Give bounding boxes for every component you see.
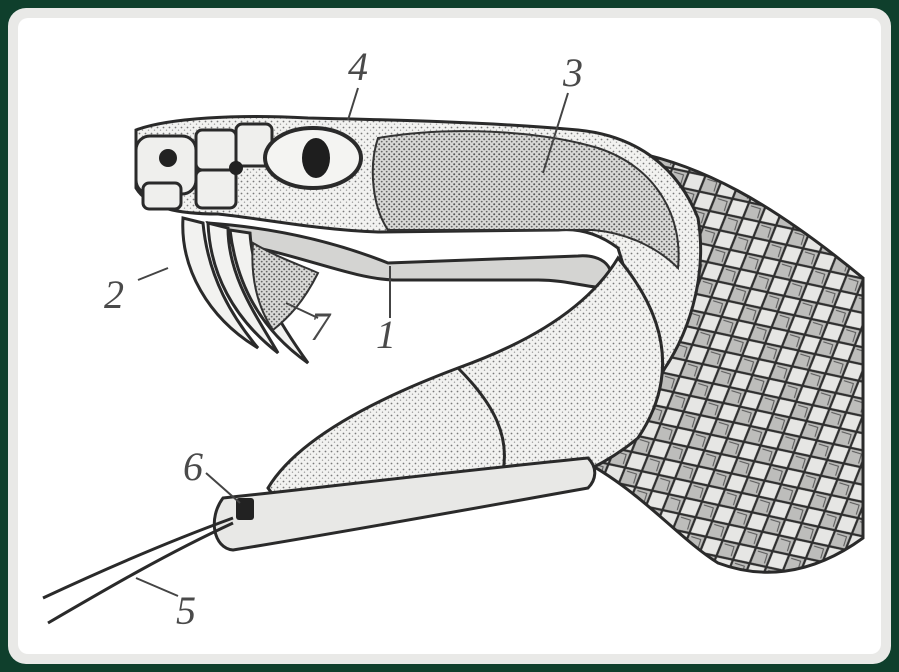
label-3: 3 bbox=[562, 50, 583, 95]
label-1: 1 bbox=[376, 312, 396, 357]
image-frame: 1 2 3 4 5 6 7 bbox=[8, 8, 891, 664]
snake-head-diagram: 1 2 3 4 5 6 7 bbox=[18, 18, 881, 654]
label-5: 5 bbox=[176, 588, 196, 633]
pit-organ bbox=[229, 161, 243, 175]
image-panel: 1 2 3 4 5 6 7 bbox=[18, 18, 881, 654]
label-4: 4 bbox=[348, 44, 368, 89]
label-6: 6 bbox=[183, 444, 203, 489]
nostril bbox=[159, 149, 177, 167]
label-7: 7 bbox=[310, 304, 332, 349]
pupil bbox=[302, 138, 330, 178]
forked-tongue bbox=[43, 518, 233, 623]
label-2: 2 bbox=[104, 272, 124, 317]
